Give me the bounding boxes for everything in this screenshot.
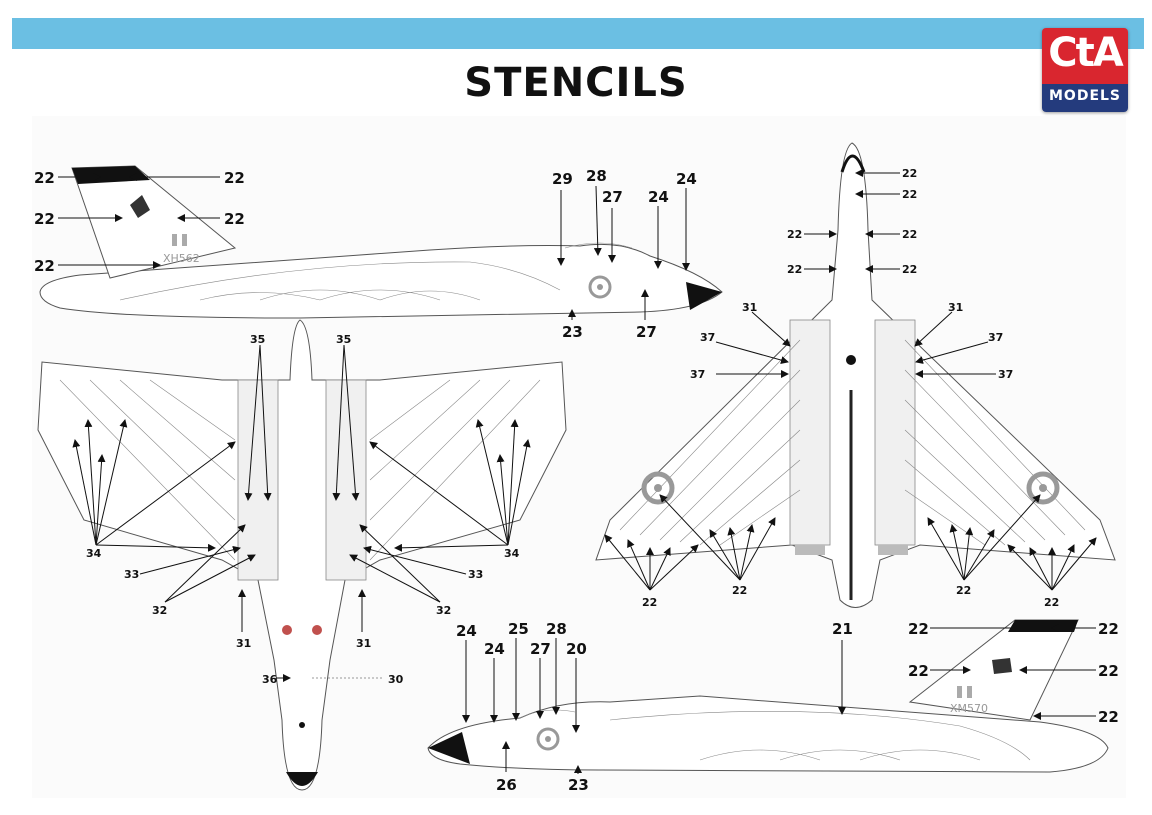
upper-plan-label: 22	[732, 584, 747, 597]
upper-plan-label: 22	[787, 228, 802, 241]
lower-plan-label: 36	[262, 673, 278, 686]
top-profile-label: 22	[34, 257, 55, 275]
top-profile-leaders	[58, 173, 690, 320]
top-profile-label: 28	[586, 167, 607, 185]
lower-plan-label: 33	[468, 568, 483, 581]
top-profile-label: 22	[224, 169, 245, 187]
bottom-profile-label: 22	[1098, 662, 1119, 680]
top-serial: XH562	[163, 252, 200, 265]
lower-plan-label: 32	[436, 604, 451, 617]
upper-plan-label: 31	[948, 301, 963, 314]
logo-subtext: MODELS	[1048, 88, 1122, 104]
bottom-profile-label: 24	[484, 640, 505, 658]
upper-plan-label: 22	[902, 167, 917, 180]
bottom-profile-label: 22	[1098, 708, 1119, 726]
bottom-profile-label: 26	[496, 776, 517, 794]
top-profile-label: 29	[552, 170, 573, 188]
upper-plan-label: 37	[690, 368, 705, 381]
upper-plan-label: 37	[700, 331, 715, 344]
bottom-profile-label: 20	[566, 640, 587, 658]
bottom-profile-label: 28	[546, 620, 567, 638]
lower-plan-label: 35	[250, 333, 265, 346]
top-side-profile	[39, 165, 723, 319]
lower-plan-label: 35	[336, 333, 351, 346]
top-profile-label: 22	[34, 210, 55, 228]
bottom-profile-label: 27	[530, 640, 551, 658]
upper-plan-label: 22	[902, 188, 917, 201]
upper-plan-label: 22	[902, 228, 917, 241]
bottom-profile-label: 24	[456, 622, 477, 640]
bottom-side-profile	[427, 619, 1109, 773]
upper-plan-label: 22	[642, 596, 657, 609]
bottom-profile-label: 25	[508, 620, 529, 638]
cta-models-logo: CtA MODELS	[1042, 28, 1128, 112]
upper-plan-label: 22	[902, 263, 917, 276]
upper-plan-label: 22	[1044, 596, 1059, 609]
bottom-profile-label: 23	[568, 776, 589, 794]
lower-plan-label: 34	[504, 547, 520, 560]
upper-plan-label: 37	[998, 368, 1013, 381]
top-profile-label: 24	[676, 170, 697, 188]
top-profile-label: 22	[224, 210, 245, 228]
bottom-serial: XM570	[950, 702, 988, 715]
header-bar	[12, 18, 1144, 49]
lower-plan-label: 33	[124, 568, 139, 581]
top-profile-label: 23	[562, 323, 583, 341]
upper-plan-label: 22	[787, 263, 802, 276]
top-profile-label: 22	[34, 169, 55, 187]
bottom-profile-label: 22	[908, 662, 929, 680]
bottom-profile-label: 21	[832, 620, 853, 638]
lower-plan-label: 32	[152, 604, 167, 617]
page-title: STENCILS	[464, 60, 688, 106]
top-profile-label: 27	[636, 323, 657, 341]
lower-plan-label: 31	[236, 637, 251, 650]
lower-plan-label: 34	[86, 547, 102, 560]
logo-text: CtA	[1048, 30, 1123, 76]
bottom-profile-label: 22	[1098, 620, 1119, 638]
top-profile-label: 24	[648, 188, 669, 206]
upper-plan-view	[595, 142, 1116, 608]
lower-plan-label: 31	[356, 637, 371, 650]
lower-plan-leaders	[72, 344, 531, 682]
top-profile-label: 27	[602, 188, 623, 206]
lower-plan-label: 30	[388, 673, 404, 686]
upper-plan-label: 31	[742, 301, 757, 314]
bottom-profile-leaders	[462, 624, 1096, 774]
upper-plan-leaders	[604, 169, 1097, 591]
bottom-profile-label: 22	[908, 620, 929, 638]
upper-plan-label: 37	[988, 331, 1003, 344]
upper-plan-label: 22	[956, 584, 971, 597]
lower-plan-view	[37, 319, 567, 791]
